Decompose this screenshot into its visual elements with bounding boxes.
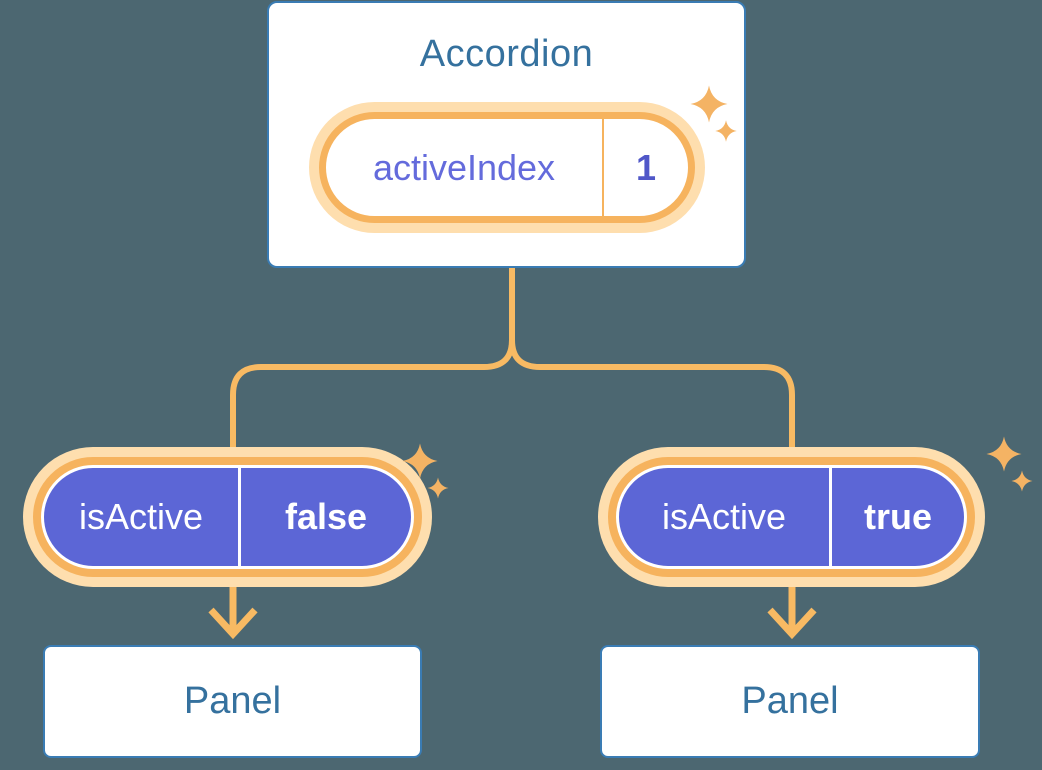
sparkle-icon bbox=[402, 443, 449, 499]
state-pill-label: activeIndex bbox=[372, 146, 556, 188]
pill-divider bbox=[602, 119, 604, 216]
pill-divider bbox=[829, 468, 832, 566]
sparkle-icon bbox=[986, 436, 1033, 492]
connector-left-branch bbox=[230, 268, 515, 480]
prop-pill-label: isActive bbox=[661, 496, 787, 537]
state-pill-value: 1 bbox=[635, 146, 657, 188]
arrow-down-icon bbox=[767, 578, 817, 640]
panel-card-left: Panel bbox=[43, 645, 422, 758]
pill-divider bbox=[238, 468, 241, 566]
prop-pill-isactive-right: isActive true bbox=[616, 465, 967, 569]
panel-title: Panel bbox=[183, 680, 282, 722]
panel-title: Panel bbox=[741, 680, 839, 722]
accordion-title: Accordion bbox=[419, 33, 594, 75]
accordion-card: Accordion activeIndex 1 bbox=[267, 1, 746, 268]
state-pill-activeindex: activeIndex 1 bbox=[319, 112, 695, 223]
prop-pill-value: false bbox=[284, 496, 368, 537]
prop-pill-label: isActive bbox=[78, 496, 204, 537]
panel-card-right: Panel bbox=[600, 645, 980, 758]
connector-right-branch bbox=[509, 268, 795, 480]
prop-pill-value: true bbox=[863, 496, 932, 537]
arrow-down-icon bbox=[208, 578, 258, 640]
prop-pill-isactive-left: isActive false bbox=[41, 465, 414, 569]
